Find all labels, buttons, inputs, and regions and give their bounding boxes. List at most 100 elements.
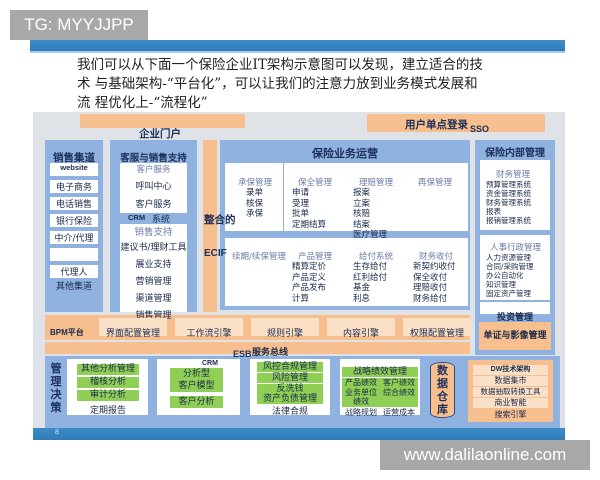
group-item: 结案	[353, 219, 371, 230]
cs-box: 客户服务 呼叫中心 客户服务	[120, 163, 187, 213]
group-item: 报案	[353, 188, 371, 198]
strategy-item: 战略规划	[345, 407, 377, 417]
sales-support-title: 销售支持	[134, 227, 173, 238]
strategy-item: 业务单位绩效	[345, 387, 377, 407]
group-item: 产品发布	[292, 283, 327, 293]
group-title: 给付系统	[359, 252, 394, 262]
portal-bar	[80, 114, 245, 128]
sales-item: 银行保险	[50, 214, 98, 227]
finance-item: 资金管理系统	[486, 189, 531, 198]
watermark-bottom: www.dalilaonline.com	[380, 440, 590, 470]
group-title: 保全管理	[298, 178, 333, 188]
ops-group: 承保管理 录单 核保 承保	[238, 176, 272, 220]
support-item: 建议书/理财工具	[120, 243, 187, 253]
crm-item: 客户分析	[170, 396, 223, 408]
group-item: 录单	[246, 188, 264, 198]
watermark-top: TG: MYYJJPP	[10, 10, 148, 40]
group-item: 医疗管理	[353, 230, 388, 240]
mgmt-title: 管理决策	[50, 362, 62, 414]
ops-group: 保全管理 申请 受理 批单 定期结算	[292, 176, 332, 230]
sales-item: 代理人	[50, 265, 98, 278]
sso-tag: SSO	[470, 124, 490, 134]
hr-title: 人事行政管理	[490, 243, 542, 253]
hr-item: 办公自动化	[486, 271, 524, 280]
divider	[283, 163, 284, 231]
ops-group: 财务收付 新契约收付 保全收付 理赔收付 财务给付	[413, 250, 456, 304]
strategy-title: 战略绩效管理	[342, 367, 418, 377]
invest-box	[480, 302, 550, 314]
risk-item: 资产负债管理	[257, 394, 323, 404]
strategy-item: 运营成本	[383, 407, 415, 417]
finance-title: 财务管理	[496, 170, 531, 180]
invest-label: 投资管理	[496, 313, 533, 323]
crm-item: 客户模型	[170, 380, 223, 392]
hr-item: 合同/采购管理	[486, 262, 534, 271]
sales-footer: 其他集道	[55, 282, 92, 292]
crm-analysis-box: 分析型 客户模型 客户分析	[157, 359, 240, 415]
group-item: 红利给付	[353, 272, 388, 283]
operations-title: 保险业务运营	[312, 147, 378, 160]
risk-item: 法律合规	[271, 407, 308, 417]
support-item: 展业支持	[135, 260, 172, 270]
ops-group: 再保管理	[418, 176, 452, 188]
dw-item: 搜索引擎	[494, 410, 527, 419]
ecif-label-2: ECIF	[204, 248, 227, 259]
group-item: 利息	[353, 293, 371, 304]
dw-item: 数据集市	[473, 376, 548, 386]
intro-line: 我们可以从下面一个保险企业IT架构示意图可以发现，建立适合的技	[77, 57, 483, 73]
group-item: 批单	[292, 209, 310, 219]
group-title: 承保管理	[238, 178, 273, 188]
dw-item: DW技术架构	[473, 365, 548, 375]
ops-group: 续期/续保管理	[232, 250, 286, 262]
group-item: 保全收付	[413, 272, 448, 283]
intro-text: 我们可以从下面一个保险企业IT架构示意图可以发现，建立适合的技 术 与基础架构-…	[77, 56, 547, 113]
bpm-label: BPM平台	[50, 328, 84, 337]
group-title: 财务收付	[419, 252, 454, 262]
operations-top-panel	[225, 163, 468, 231]
group-item: 财务给付	[413, 293, 448, 304]
intro-line: 流 程优化上-“流程化”	[77, 95, 208, 111]
crm-tag: CRM	[202, 360, 218, 367]
ops-group: 理赔管理 报案 立案 核赔 结案 医疗管理	[353, 176, 393, 241]
dw-item: 数据抽取转换工具	[473, 387, 548, 397]
sales-item: 电话销售	[50, 197, 98, 210]
bpm-item: 内容引擎	[327, 318, 395, 339]
operations-bottom-panel	[225, 238, 468, 306]
support-item: 渠道管理	[135, 294, 172, 304]
data-warehouse-cylinder: 数据仓库	[430, 362, 455, 418]
group-title: 续期/续保管理	[232, 252, 286, 262]
sales-item: 中介/代理	[50, 231, 98, 244]
sales-title: 销售集道	[53, 152, 95, 164]
group-item: 核赔	[353, 209, 371, 219]
group-item: 计算	[292, 293, 310, 304]
risk-item: 风控合规管理	[257, 362, 323, 372]
page-number: 8	[55, 429, 59, 436]
strategy-grid: 产品绩效 客户绩效 业务单位绩效 综合绩效	[342, 378, 418, 407]
analysis-item: 稽核分析	[77, 377, 139, 388]
group-title: 再保管理	[418, 178, 453, 188]
strategy-grid-bottom: 战略规划 运营成本	[342, 407, 418, 418]
group-item: 定期结算	[292, 219, 327, 230]
risk-item: 风险管理	[257, 373, 323, 383]
support-item: 营销管理	[135, 277, 172, 287]
cs-item: 客户服务	[135, 200, 172, 210]
crm-tag: CRM	[128, 213, 146, 222]
sales-support-box: 销售支持 建议书/理财工具 展业支持 营销管理 渠道管理 销售管理	[120, 224, 187, 321]
dw-label: 数据仓库	[437, 364, 448, 416]
dw-box: DW技术架构 数据集市 数据抽取转换工具 商业智能 搜索引擎	[468, 360, 553, 422]
ecif-bar	[203, 140, 217, 312]
ecif-label-1: 整合的	[204, 214, 236, 226]
strategy-item: 客户绩效	[383, 378, 415, 387]
finance-item: 预算管理系统	[486, 180, 531, 189]
hr-item: 知识管理	[486, 280, 516, 289]
intro-line: 术 与基础架构-“平台化”，可以让我们的注意力放到业务模式发展和	[77, 76, 478, 92]
sales-item	[50, 248, 98, 261]
internal-title: 保险内部管理	[485, 148, 545, 159]
bpm-item: 界面配置管理	[99, 318, 167, 339]
bpm-item: 规则引擎	[251, 318, 319, 339]
group-item: 产品定义	[292, 272, 327, 283]
group-item: 生存给付	[353, 262, 388, 272]
group-item: 新契约收付	[413, 262, 456, 272]
strategy-item: 综合绩效	[383, 387, 415, 397]
strategy-item: 产品绩效	[345, 378, 377, 387]
